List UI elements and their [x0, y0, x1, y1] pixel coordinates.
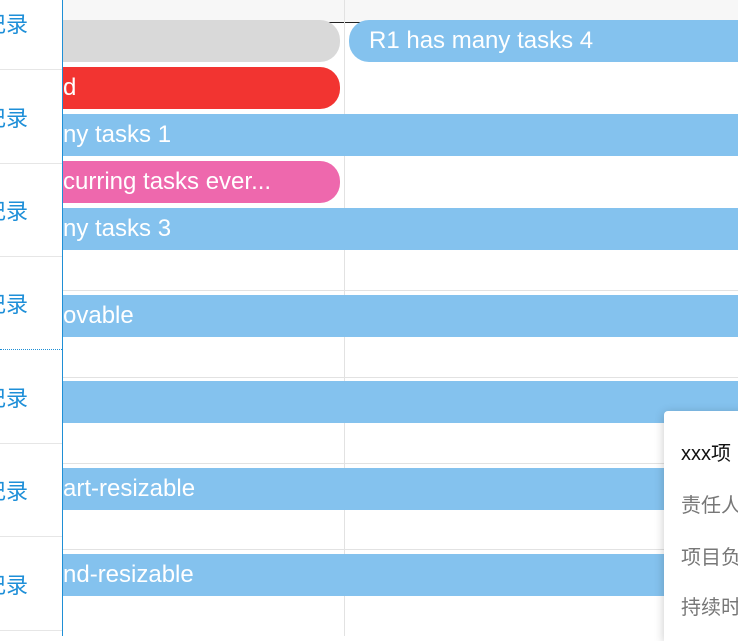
popover-duration: 持续时 — [681, 597, 738, 619]
event-label: d — [63, 74, 77, 101]
timeline-grid: R1 has many tasks 4 d ny tasks 1 curring… — [63, 0, 738, 636]
event-bar[interactable]: ny tasks 1 — [63, 114, 738, 156]
record-link[interactable]: 记录 — [0, 12, 29, 38]
record-link[interactable]: 记录 — [0, 386, 29, 412]
event-popover: xxx项 责任人 项目负 持续时 — [664, 411, 738, 641]
event-label: art-resizable — [63, 475, 196, 502]
sidebar-row: 记录 — [0, 164, 62, 257]
row-divider — [63, 377, 738, 378]
record-link[interactable]: 记录 — [0, 480, 29, 505]
sidebar-row: 记录 — [0, 350, 62, 444]
sidebar-row: 记录 — [0, 70, 62, 164]
record-link[interactable]: 记录 — [0, 573, 29, 599]
event-label: R1 has many tasks 4 — [369, 27, 594, 54]
record-link[interactable]: 记录 — [0, 106, 29, 132]
sidebar-row: 记录 — [0, 444, 62, 537]
sidebar-row: 记录 — [0, 537, 62, 631]
event-label: ny tasks 1 — [63, 121, 172, 148]
event-bar[interactable] — [63, 20, 340, 62]
event-bar[interactable]: ny tasks 3 — [63, 208, 738, 250]
row-divider — [63, 549, 738, 550]
record-link[interactable]: 记录 — [0, 200, 29, 225]
popover-owner: 责任人 — [681, 495, 738, 517]
event-label: curring tasks ever... — [63, 168, 272, 195]
sidebar-row: 记录 — [0, 0, 62, 70]
event-bar[interactable]: d — [63, 67, 340, 109]
event-label: nd-resizable — [63, 561, 194, 588]
event-bar[interactable]: R1 has many tasks 4 — [349, 20, 738, 62]
event-bar[interactable]: art-resizable — [63, 468, 738, 510]
popover-title: xxx项 — [681, 443, 731, 465]
row-divider — [63, 463, 738, 464]
event-bar[interactable]: ovable — [63, 295, 738, 337]
event-bar[interactable] — [63, 381, 738, 423]
popover-project-lead: 项目负 — [681, 547, 738, 569]
resource-sidebar: 记录 记录 记录 记录 记录 记录 记录 — [0, 0, 63, 636]
record-link[interactable]: 记录 — [0, 293, 29, 318]
event-label: ny tasks 3 — [63, 215, 172, 242]
event-label: ovable — [63, 302, 134, 329]
event-bar[interactable]: curring tasks ever... — [63, 161, 340, 203]
row-divider — [63, 290, 738, 291]
sidebar-row: 记录 — [0, 257, 62, 350]
event-bar[interactable]: nd-resizable — [63, 554, 738, 596]
